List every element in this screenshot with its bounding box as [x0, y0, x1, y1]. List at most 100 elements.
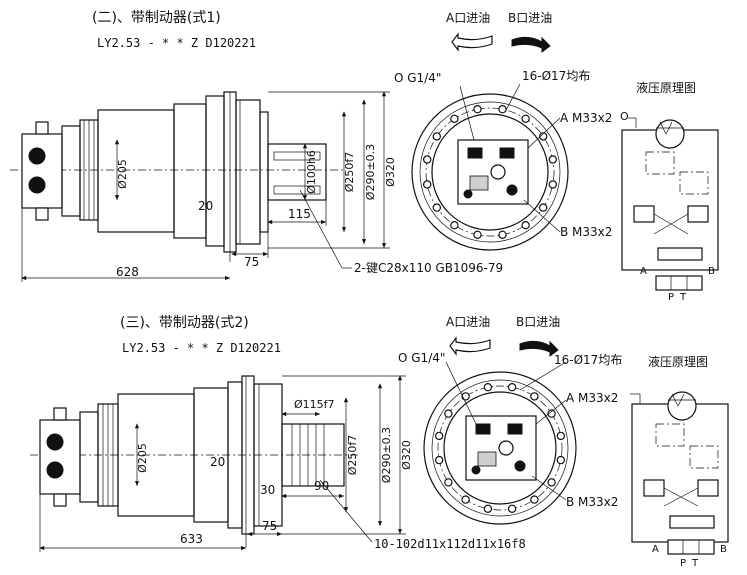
- bolt-holes-1: [423, 104, 558, 239]
- section-2-model: LY2.53 - * * Z D120221: [122, 341, 281, 355]
- section-1-model: LY2.53 - * * Z D120221: [97, 36, 256, 50]
- bolt-hole: [547, 409, 556, 418]
- bolt-hole: [473, 230, 482, 239]
- bolt-hole: [556, 455, 566, 465]
- section-2-heading: (三)、带制动器(式2): [120, 315, 249, 331]
- flange-outer-circle-2: [423, 371, 577, 525]
- bolt-hole: [444, 409, 453, 418]
- side-view-1: [10, 91, 390, 282]
- hyd-t-1: T: [679, 292, 687, 303]
- section-1-heading: (二)、带制动器(式1): [92, 10, 221, 26]
- port-b-1: B M33x2: [560, 225, 612, 239]
- holes-note-2: 16-Ø17均布: [554, 353, 622, 367]
- bolt-hole: [498, 230, 507, 239]
- holes-note-1: 16-Ø17均布: [522, 69, 590, 83]
- hydraulic-schematic-2: 液压原理图: [630, 354, 729, 555]
- dim-d250f7-1: Ø250f7: [343, 152, 356, 193]
- dim-l75-2: 75: [262, 519, 277, 533]
- dim-d100h6: Ø100h6: [305, 150, 318, 194]
- motor-body: [97, 109, 175, 233]
- arrow-a-label-1: A口进油: [446, 11, 490, 25]
- dim-l90: 90: [314, 479, 329, 493]
- bolt-hole: [548, 180, 558, 189]
- hyd-t-2: T: [691, 558, 699, 569]
- output-shaft: [267, 143, 327, 201]
- bolt-hole: [498, 104, 507, 114]
- bolt-hole: [444, 478, 453, 487]
- bolt-hole: [432, 203, 441, 212]
- motor-symbol-2: [667, 391, 697, 421]
- bolt-hole: [483, 383, 493, 392]
- flange-outer-circle: [411, 93, 569, 251]
- arrow-b-inlet: [511, 36, 551, 53]
- port-a-2: A M33x2: [566, 391, 618, 405]
- arrow-a-label-2: A口进油: [446, 315, 490, 329]
- front-view-1: [411, 83, 569, 251]
- dim-d250f7-2: Ø250f7: [346, 435, 359, 476]
- bolt-hole: [423, 155, 432, 164]
- bolt-hole: [461, 392, 470, 401]
- bolt-hole: [521, 114, 530, 124]
- bolt-hole: [556, 431, 566, 441]
- port-o-1: O G1/4": [394, 71, 441, 85]
- arrow-b-label-1: B口进油: [508, 11, 552, 25]
- brake-valve-block: [21, 133, 63, 209]
- port-a-1: A M33x2: [560, 111, 612, 125]
- bolt-hole: [530, 495, 539, 504]
- dim-d320-1: Ø320: [384, 157, 397, 187]
- brake-port-circle-top: [28, 147, 46, 165]
- dim-d115f7: Ø115f7: [294, 398, 335, 411]
- bolt-hole: [521, 220, 530, 230]
- dim-l628: 628: [116, 265, 139, 279]
- side-view-2: [30, 375, 406, 552]
- brake-valve-block-2: [39, 419, 81, 495]
- hyd-b-2: B: [720, 544, 727, 555]
- dim-l633: 633: [180, 532, 203, 546]
- hyd-a-1: A: [640, 266, 647, 277]
- flow-arrows-1: [451, 32, 551, 53]
- directional-valve-2: [667, 539, 715, 555]
- bolt-holes-2: [435, 383, 566, 513]
- bolt-hole: [507, 383, 517, 392]
- directional-valve-1: [655, 275, 703, 291]
- front-view-2: [423, 361, 577, 525]
- bolt-hole: [548, 155, 558, 164]
- bolt-hole: [461, 495, 470, 504]
- port-o-2: O G1/4": [398, 351, 445, 365]
- bolt-hole: [539, 132, 548, 141]
- hyd-p-1: P: [668, 292, 674, 303]
- bolt-hole: [507, 504, 517, 513]
- bolt-hole: [432, 132, 441, 141]
- bolt-hole: [547, 478, 556, 487]
- bolt-hole: [539, 203, 548, 212]
- key-note: 2-键C28x110 GB1096-79: [354, 261, 503, 275]
- bolt-hole: [423, 180, 432, 189]
- hydraulic-title-2: 液压原理图: [648, 354, 708, 369]
- spline-note: 10-102d11x112d11x16f8: [374, 537, 526, 551]
- bolt-hole: [530, 392, 539, 401]
- hydraulic-schematic-1: 液压原理图: [621, 80, 719, 291]
- brake-port-circle-bottom: [28, 176, 46, 194]
- arrow-b-label-2: B口进油: [516, 315, 560, 329]
- bolt-hole: [435, 455, 444, 465]
- dim-l20-1: 20: [198, 199, 213, 213]
- flow-arrows-2: [449, 336, 559, 357]
- dim-d320-2: Ø320: [400, 440, 413, 470]
- section-2: (三)、带制动器(式2) LY2.53 - * * Z D120221: [30, 315, 729, 569]
- hyd-p-2: P: [680, 558, 686, 569]
- dim-d290-1: Ø290±0.3: [364, 144, 377, 200]
- dim-l115: 115: [288, 207, 311, 221]
- hyd-o-1: O: [620, 110, 629, 123]
- bolt-hole: [473, 104, 482, 114]
- bolt-hole: [450, 114, 459, 124]
- dim-l20-2: 20: [210, 455, 225, 469]
- arrow-b-inlet-2: [519, 340, 559, 357]
- section-1: (二)、带制动器(式1) LY2.53 - * * Z D120221: [10, 10, 719, 303]
- dim-d205-1: Ø205: [116, 159, 129, 189]
- motor-symbol-1: [655, 119, 685, 149]
- arrow-a-inlet: [451, 32, 493, 52]
- hyd-b-1: B: [708, 266, 715, 277]
- dim-d205-2: Ø205: [136, 443, 149, 473]
